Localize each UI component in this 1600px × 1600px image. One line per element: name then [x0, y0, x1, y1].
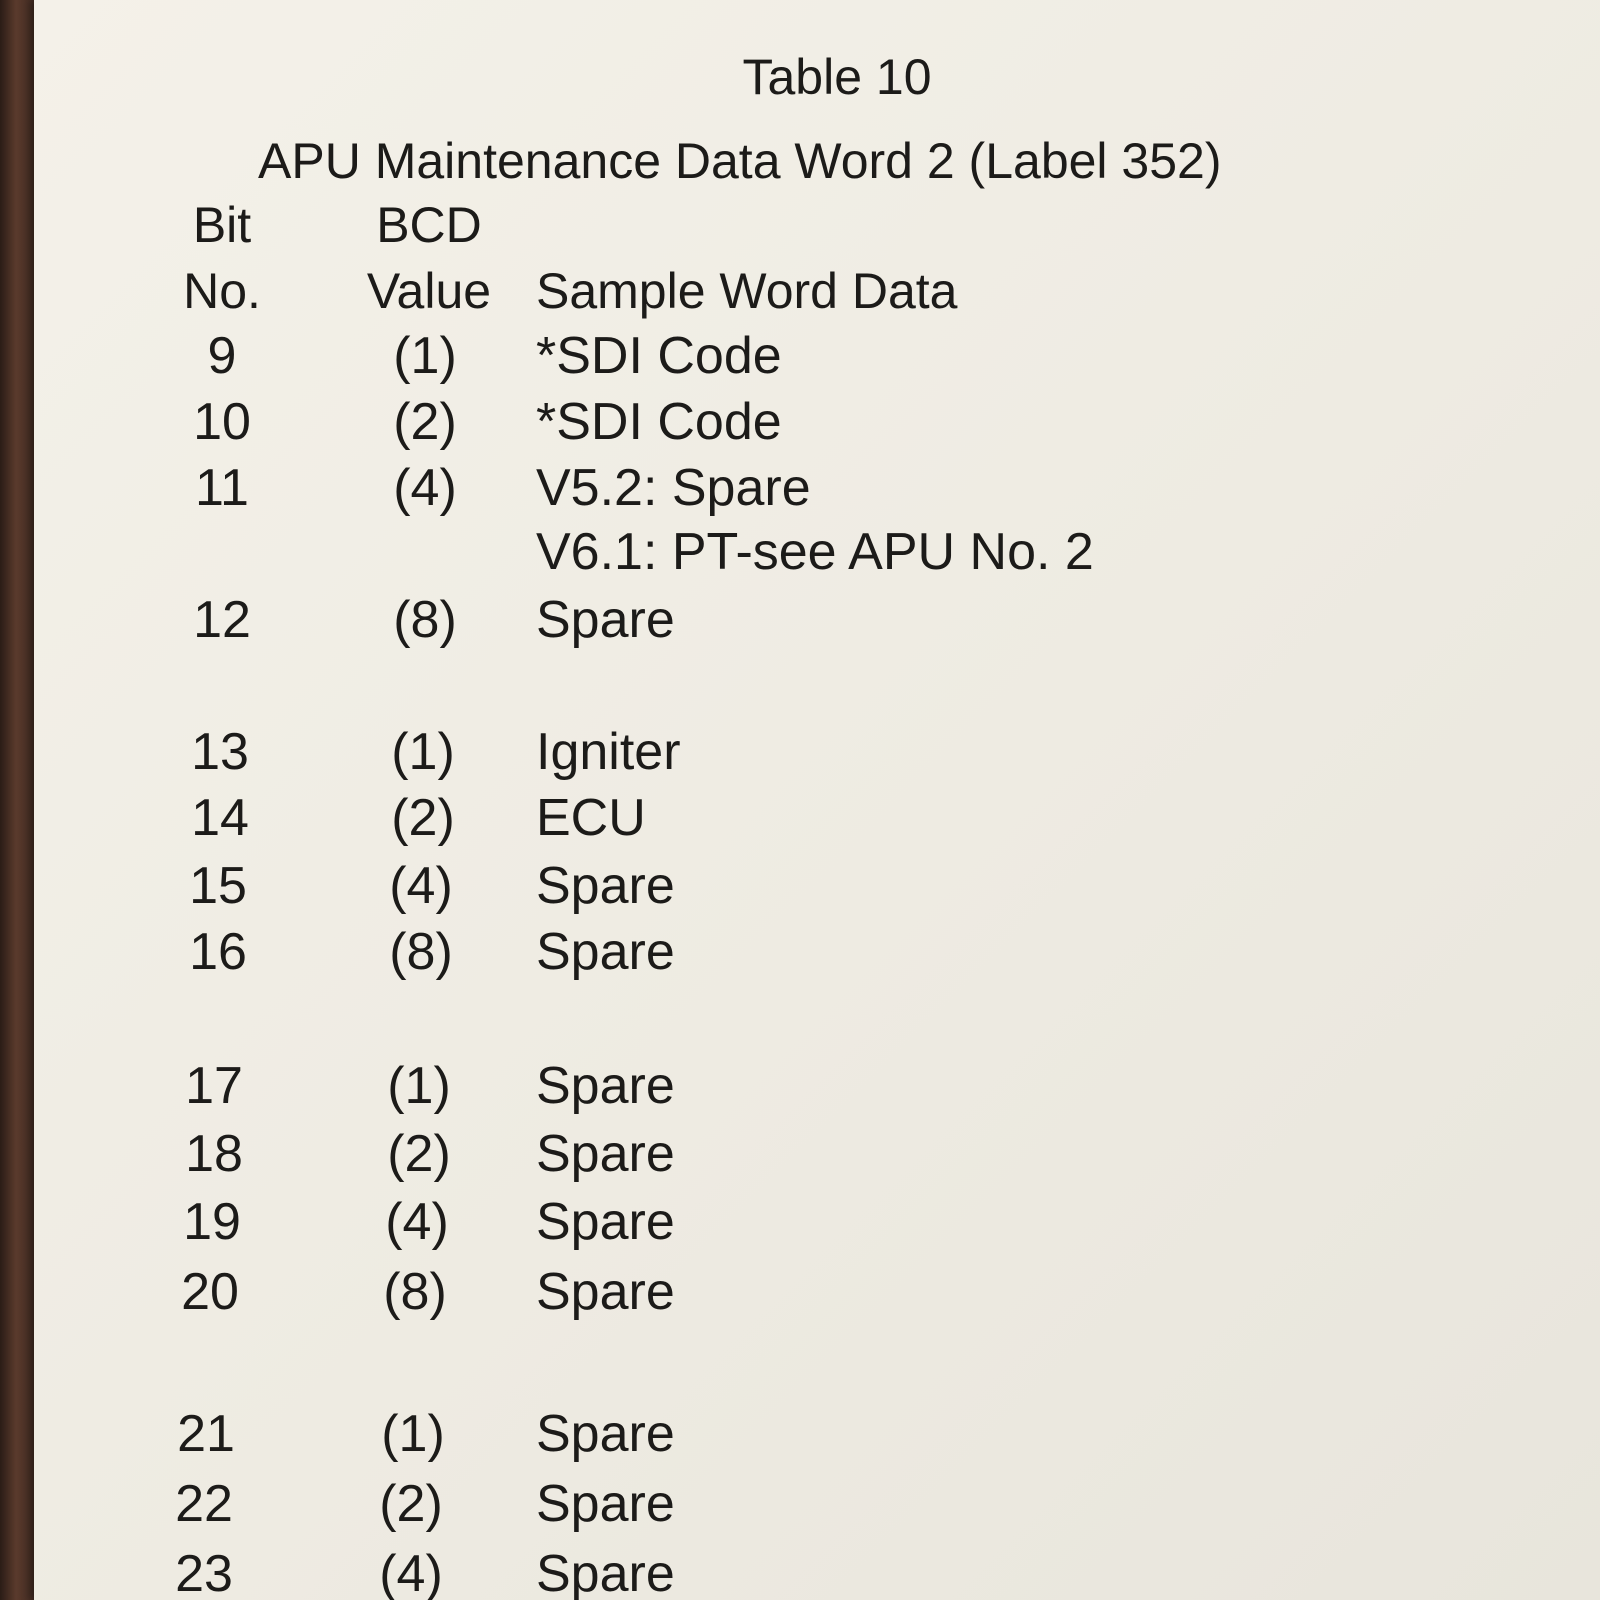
header-bit-line2: No. [183, 263, 261, 319]
header-bit-line1: Bit [192, 197, 252, 253]
cell-bcd: (4) [393, 459, 457, 517]
header-sample-word-data: Sample Word Data [536, 263, 958, 319]
cell-bcd: (4) [389, 857, 453, 915]
cell-bcd: (2) [393, 393, 457, 451]
cell-data: Spare [536, 1263, 675, 1321]
cell-bcd: (1) [391, 723, 455, 781]
cell-data: Spare [536, 1125, 675, 1183]
header-bcd-line1: BCD [376, 197, 482, 253]
cell-bit: 16 [189, 923, 247, 981]
wood-table-edge [0, 0, 40, 1600]
cell-bit: 18 [185, 1125, 243, 1183]
cell-data: Spare [536, 1545, 675, 1600]
cell-bcd: (8) [383, 1263, 447, 1321]
cell-bcd: (1) [393, 327, 457, 385]
cell-bcd: (4) [385, 1193, 449, 1251]
table-title: APU Maintenance Data Word 2 (Label 352) [258, 133, 1222, 189]
cell-data: Spare [536, 1405, 675, 1463]
cell-bcd: (2) [391, 789, 455, 847]
cell-bit: 23 [175, 1545, 233, 1600]
cell-bit: 21 [177, 1405, 235, 1463]
cell-data: Spare [536, 1475, 675, 1533]
cell-data: Spare [536, 857, 675, 915]
cell-data: ECU [536, 789, 646, 847]
cell-bit: 17 [185, 1057, 243, 1115]
cell-bit: 9 [207, 327, 237, 385]
cell-bit: 19 [183, 1193, 241, 1251]
cell-data: V5.2: Spare [536, 459, 811, 517]
cell-bit: 11 [195, 459, 249, 517]
cell-data: V6.1: PT-see APU No. 2 [536, 523, 1094, 581]
cell-bit: 14 [191, 789, 249, 847]
cell-bcd: (8) [393, 591, 457, 649]
cell-data: Spare [536, 1057, 675, 1115]
cell-bit: 20 [181, 1263, 239, 1321]
cell-bit: 10 [193, 393, 251, 451]
cell-bcd: (4) [379, 1545, 443, 1600]
cell-data: Igniter [536, 723, 681, 781]
cell-bit: 13 [191, 723, 249, 781]
document-page: Table 10 APU Maintenance Data Word 2 (La… [34, 0, 1600, 1600]
header-bcd-line2: Value [366, 263, 492, 319]
cell-bit: 22 [175, 1475, 233, 1533]
cell-bcd: (1) [381, 1405, 445, 1463]
cell-data: Spare [536, 591, 675, 649]
cell-bcd: (2) [387, 1125, 451, 1183]
cell-data: *SDI Code [536, 393, 782, 451]
cell-bit: 15 [189, 857, 247, 915]
table-number: Table 10 [742, 49, 932, 105]
cell-data: Spare [536, 1193, 675, 1251]
cell-bcd: (1) [387, 1057, 451, 1115]
cell-bcd: (8) [389, 923, 453, 981]
cell-data: Spare [536, 923, 675, 981]
cell-bit: 12 [193, 591, 251, 649]
cell-data: *SDI Code [536, 327, 782, 385]
cell-bcd: (2) [379, 1475, 443, 1533]
